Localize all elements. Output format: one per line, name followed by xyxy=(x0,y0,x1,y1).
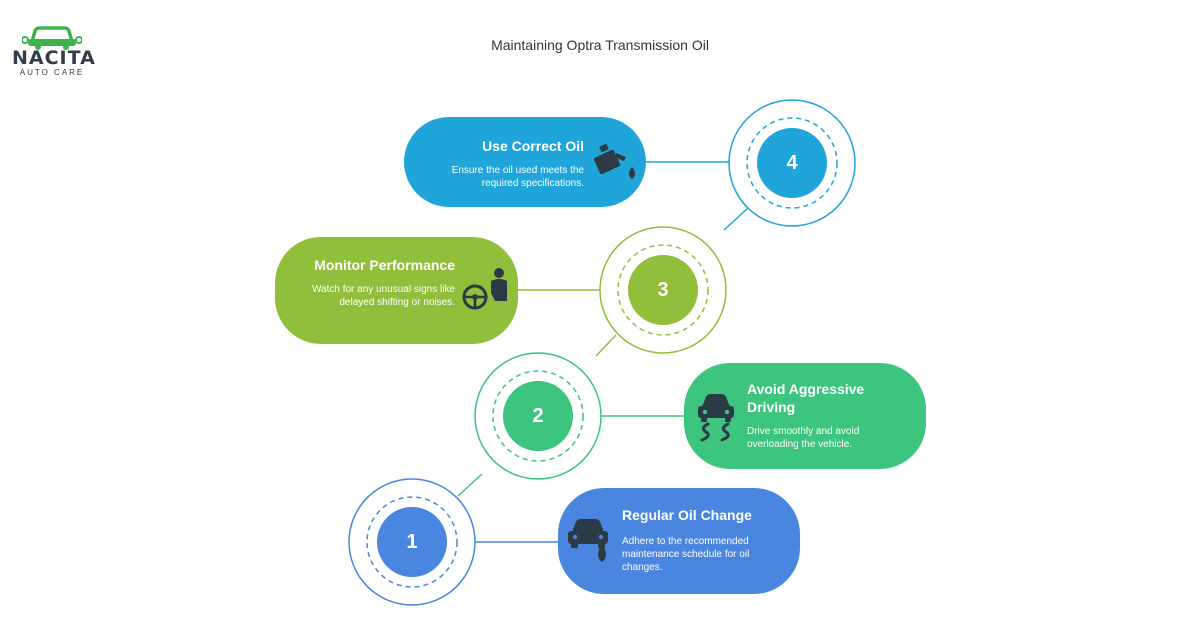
step-1-2-link xyxy=(457,473,483,497)
car-wrench-logo-icon xyxy=(22,26,82,50)
car-skid-icon xyxy=(698,394,734,442)
step-2-title: Avoid Aggressive Driving xyxy=(747,381,865,415)
step-3-card: Monitor Performance Watch for any unusua… xyxy=(275,237,518,344)
step-2-number: 2 xyxy=(503,381,573,451)
step-1-dashed-ring xyxy=(366,496,458,588)
step-3-title: Monitor Performance xyxy=(314,257,455,273)
brand-name: NACITA xyxy=(12,47,96,69)
step-1-description: Adhere to the recommended maintenance sc… xyxy=(622,536,750,573)
step-4-outer-ring xyxy=(728,99,856,227)
step-1-number: 1 xyxy=(377,507,447,577)
step-3-number: 3 xyxy=(628,255,698,325)
step-4-dashed-ring xyxy=(746,117,838,209)
car-oil-drop-icon xyxy=(568,519,608,562)
step-4-description: Ensure the oil used meets the required s… xyxy=(451,165,584,189)
page-title: Maintaining Optra Transmission Oil xyxy=(491,37,709,53)
brand-tagline: AUTO CARE xyxy=(19,68,85,77)
step-2-description: Drive smoothly and avoid overloading the… xyxy=(747,426,860,450)
oil-can-pour-icon xyxy=(593,143,635,179)
step-4-title: Use Correct Oil xyxy=(482,138,584,154)
step-4-card: Use Correct Oil Ensure the oil used meet… xyxy=(404,117,646,207)
step-1-title: Regular Oil Change xyxy=(622,507,752,523)
step-3-dashed-ring xyxy=(617,244,709,336)
brand-logo: NACITA AUTO CARE xyxy=(12,20,96,80)
step-3-description: Watch for any unusual signs like delayed… xyxy=(311,284,455,308)
step-4-number: 4 xyxy=(757,128,827,198)
driver-steering-wheel-icon xyxy=(462,268,507,310)
step-2-card: Avoid Aggressive Driving Drive smoothly … xyxy=(684,363,926,469)
step-2-dashed-ring xyxy=(492,370,584,462)
step-3-4-link xyxy=(723,207,749,231)
step-1-card: Regular Oil Change Adhere to the recomme… xyxy=(558,488,800,594)
step-2-3-link xyxy=(595,334,617,357)
